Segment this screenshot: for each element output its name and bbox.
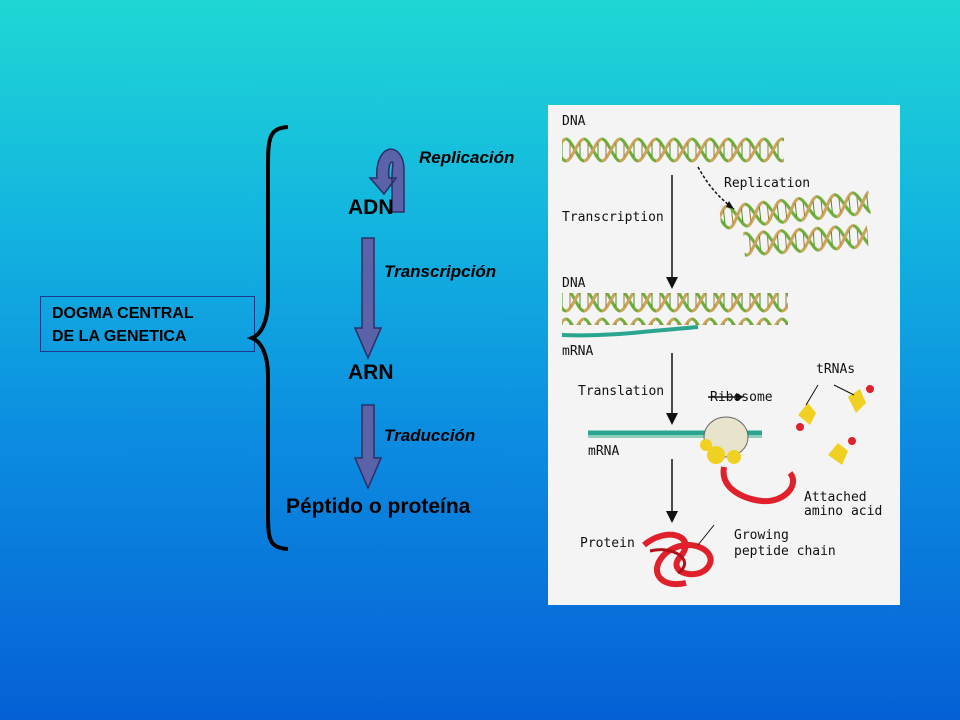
curly-brace (246, 125, 289, 551)
central-dogma-illustration: DNA Replication Transcription DNA mRNA T… (548, 105, 900, 605)
title-line-1: DOGMA CENTRAL (52, 305, 194, 322)
fig-attached-2: amino acid (804, 504, 882, 519)
dna-helix-replicated-1 (718, 187, 872, 235)
trna-2 (848, 389, 866, 413)
transcription-arrow (353, 237, 383, 360)
fig-replication: Replication (724, 176, 810, 191)
fig-dna-mid: DNA (562, 276, 586, 291)
down-arrow-2 (666, 413, 678, 425)
mrna-strand-mid (561, 325, 699, 338)
replication-arrow (368, 148, 405, 213)
fig-attached-1: Attached (804, 490, 867, 505)
fig-growing-2: peptide chain (734, 544, 836, 559)
fig-translation: Translation (578, 384, 664, 399)
fig-growing-1: Growing (734, 528, 789, 543)
dna-helix-replicated-2 (743, 222, 869, 262)
trna-3 (828, 443, 848, 465)
translation-arrow (353, 404, 383, 490)
transcription-label: Transcripción (384, 262, 497, 281)
adn-label: ADN (348, 196, 394, 219)
down-arrow-1 (666, 277, 678, 289)
growing-peptide-chain (720, 466, 796, 505)
trna-1 (798, 403, 816, 425)
dna-helix-top (562, 135, 784, 167)
fig-mrna-mid: mRNA (562, 344, 593, 359)
translation-label: Traducción (384, 426, 476, 445)
title-box: DOGMA CENTRAL DE LA GENETICA (40, 296, 255, 352)
protein-label: Péptido o proteína (286, 495, 471, 518)
fig-dna-top: DNA (562, 114, 586, 129)
fig-protein: Protein (580, 536, 635, 551)
fig-transcription: Transcription (562, 210, 664, 225)
illustration-graphics: DNA Replication Transcription DNA mRNA T… (561, 114, 882, 588)
title-line-2: DE LA GENETICA (52, 328, 187, 345)
fig-mrna-low: mRNA (588, 444, 619, 459)
fig-trnas: tRNAs (816, 362, 855, 377)
fig-ribosome: Ribosome (710, 390, 773, 405)
arn-label: ARN (348, 361, 394, 384)
replication-label: Replicación (419, 148, 515, 167)
dna-helix-transcribed (562, 293, 788, 325)
protein-structure (642, 531, 714, 588)
down-arrow-3 (666, 511, 678, 523)
